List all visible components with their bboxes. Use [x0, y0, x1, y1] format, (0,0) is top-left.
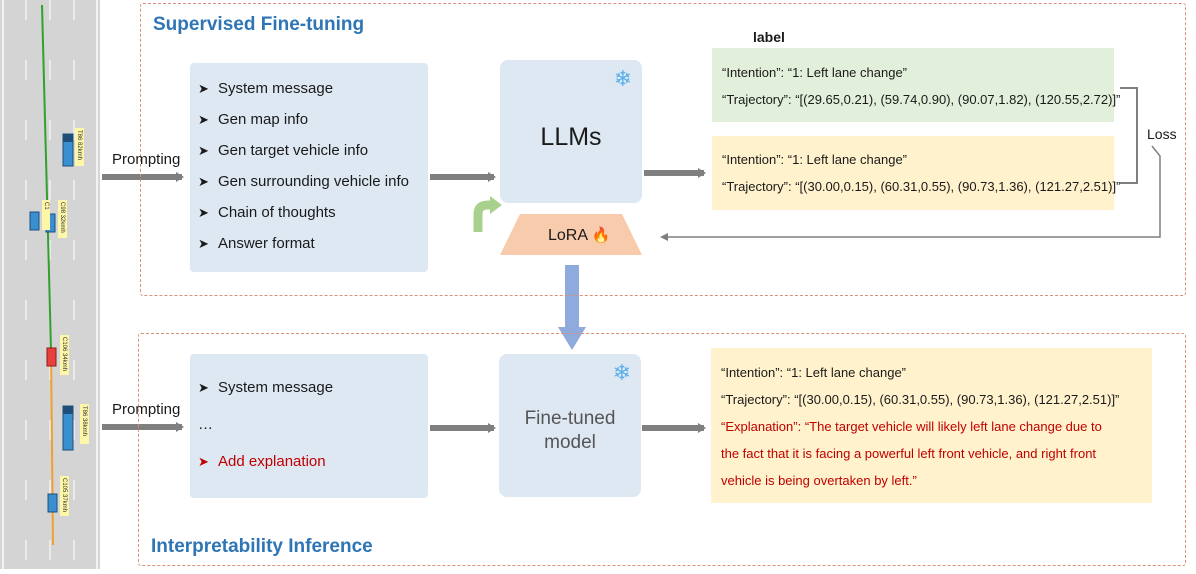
- section-title-supervised: Supervised Fine-tuning: [153, 14, 365, 35]
- model-label-line2: model: [544, 432, 596, 453]
- lora-label: LoRA 🔥: [548, 226, 610, 245]
- vehicle-tag-1: T86 82kmh: [76, 130, 82, 160]
- prompt-item-text: Add explanation: [218, 453, 326, 470]
- lora-text: LoRA: [548, 227, 588, 244]
- vehicle-tag-2: C98 32kmh: [59, 202, 65, 233]
- prompt-item-text: …: [198, 416, 213, 433]
- vehicle-car-3: [47, 493, 58, 513]
- vehicle-tag-5: T86 38kmh: [81, 406, 87, 436]
- prompt-item-text: Gen target vehicle info: [218, 142, 369, 159]
- prompt-item: ➤Add explanation: [198, 453, 326, 470]
- road-illustration: T86 82kmh C98 32kmh C1 C106 34kmh T86 38…: [2, 0, 98, 569]
- prompting-label-bottom: Prompting: [112, 401, 181, 418]
- out-explanation-1: “Explanation”: “The target vehicle will …: [721, 419, 1102, 434]
- lora-cycle-arrow: [473, 200, 494, 232]
- target-vehicle: [46, 347, 57, 367]
- history-trajectory: [41, 4, 52, 351]
- prompt-item: ➤System message: [198, 379, 334, 396]
- label-intention: “Intention”: “1: Left lane change”: [722, 65, 908, 80]
- prompt-box-top: ➤System message ➤Gen map info ➤Gen targe…: [190, 63, 428, 272]
- supervised-finetuning-section: [140, 3, 1186, 296]
- prompt-item: ➤System message: [198, 80, 334, 97]
- vehicle-tag-4: C106 34kmh: [61, 337, 67, 371]
- llm-label: LLMs: [540, 123, 602, 151]
- prompt-item: ➤Gen surrounding vehicle info: [198, 173, 409, 190]
- fire-icon: 🔥: [591, 227, 611, 244]
- explanation-output-box: “Intention”: “1: Left lane change” “Traj…: [711, 348, 1152, 503]
- vehicle-tag-3: C1: [43, 202, 49, 210]
- road-panel: T86 82kmh C98 32kmh C1 C106 34kmh T86 38…: [0, 0, 100, 569]
- prompt-item: ➤Chain of thoughts: [198, 204, 336, 221]
- prompt-item-text: Gen surrounding vehicle info: [218, 173, 409, 190]
- ground-truth-label-box: “Intention”: “1: Left lane change” “Traj…: [712, 48, 1121, 122]
- lora-adapter: [500, 214, 642, 255]
- out-explanation-2: the fact that it is facing a powerful le…: [721, 446, 1097, 461]
- llm-box: ❄ LLMs: [500, 60, 642, 203]
- finetuned-model-box: ❄ Fine-tuned model: [499, 354, 641, 497]
- prompt-item: ➤Gen target vehicle info: [198, 142, 369, 159]
- prompt-item-text: Answer format: [218, 235, 315, 252]
- pred-trajectory: “Trajectory”: “[(30.00,0.15), (60.31,0.5…: [722, 179, 1121, 194]
- pred-intention: “Intention”: “1: Left lane change”: [722, 152, 908, 167]
- loss-feedback-arrow: [660, 145, 1161, 241]
- model-label-line1: Fine-tuned: [524, 408, 616, 429]
- future-trajectory: [50, 349, 54, 546]
- vehicle-tag-6: C105 37kmh: [61, 478, 67, 512]
- out-explanation-3: vehicle is being overtaken by left.”: [721, 473, 917, 488]
- out-intention: “Intention”: “1: Left lane change”: [721, 365, 907, 380]
- prompt-item: ➤Gen map info: [198, 111, 309, 128]
- snowflake-icon: ❄: [613, 66, 632, 91]
- section-title-inference: Interpretability Inference: [151, 536, 373, 557]
- finetuned-model-label: Fine-tuned model: [499, 407, 641, 455]
- prompt-item-text: Chain of thoughts: [218, 204, 336, 221]
- prompt-box-bottom: ➤System message … ➤Add explanation: [190, 354, 428, 498]
- label-title: label: [753, 29, 785, 45]
- vehicle-car-1: [29, 211, 40, 231]
- label-trajectory: “Trajectory”: “[(29.65,0.21), (59.74,0.9…: [722, 92, 1121, 107]
- prompt-item-text: System message: [218, 379, 334, 396]
- finetune-transfer-arrow: [558, 265, 586, 350]
- interpretability-inference-section: [138, 333, 1186, 566]
- prompt-item-text: System message: [218, 80, 334, 97]
- out-trajectory: “Trajectory”: “[(30.00,0.15), (60.31,0.5…: [721, 392, 1120, 407]
- loss-bracket: [1120, 87, 1138, 184]
- prompting-label-top: Prompting: [112, 151, 181, 168]
- prompt-item-text: Gen map info: [218, 111, 309, 128]
- prompt-item: ➤Answer format: [198, 235, 315, 252]
- snowflake-icon: ❄: [612, 360, 631, 385]
- prompt-item: …: [198, 409, 428, 440]
- loss-label: Loss: [1147, 126, 1177, 142]
- prediction-box: “Intention”: “1: Left lane change” “Traj…: [712, 136, 1121, 210]
